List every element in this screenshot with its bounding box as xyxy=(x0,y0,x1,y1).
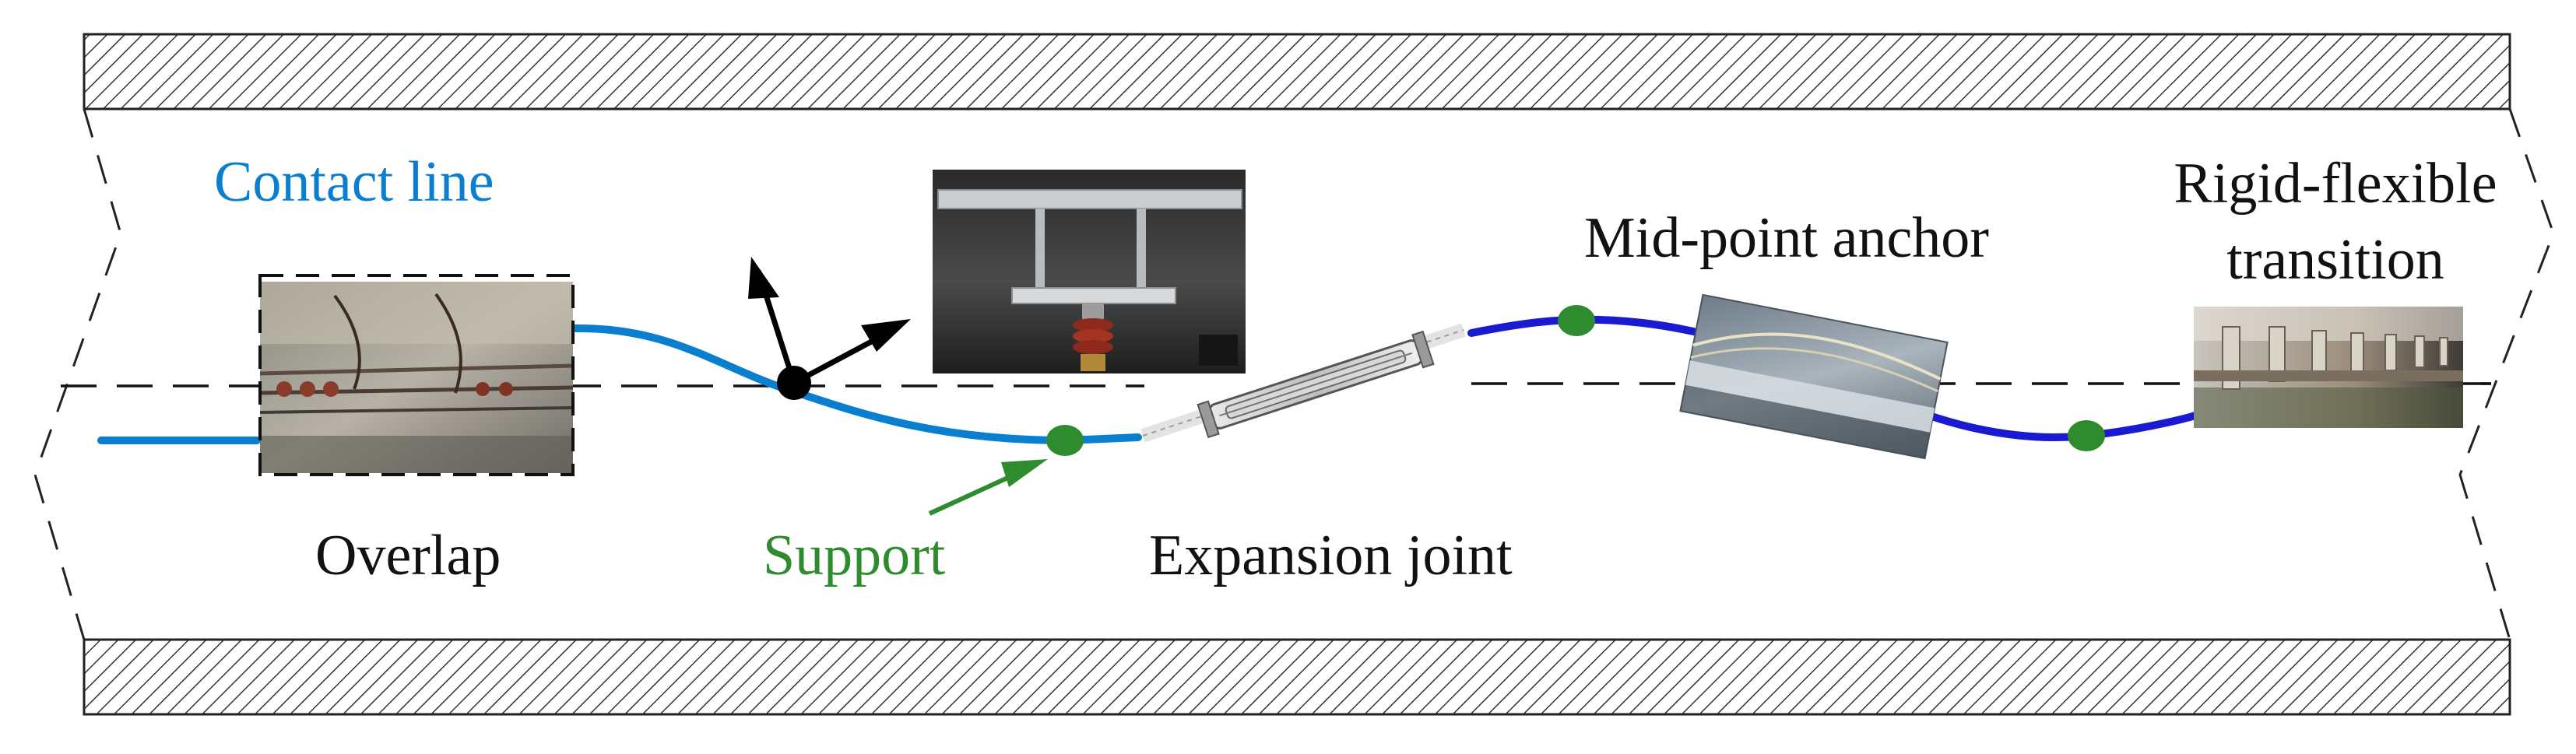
support-arrow xyxy=(928,459,1048,516)
tunnel-floor xyxy=(83,638,2511,716)
rigid-flexible-label-line2: transition xyxy=(2226,228,2444,292)
expansion-joint-label: Expansion joint xyxy=(1149,524,1513,587)
tunnel-outline xyxy=(33,108,2555,640)
support-point-3 xyxy=(2068,420,2105,451)
axes-indicator xyxy=(748,257,911,400)
support-point-1 xyxy=(1046,425,1084,456)
support-label: Support xyxy=(763,524,946,587)
overlap-label: Overlap xyxy=(315,524,501,587)
overlap-image xyxy=(259,282,574,473)
tunnel-ceiling xyxy=(83,33,2511,110)
rigid-flexible-label-line1: Rigid-flexible xyxy=(2174,152,2497,216)
overlap-dashed-frame xyxy=(258,274,575,476)
mid-point-anchor-label: Mid-point anchor xyxy=(1584,206,1989,270)
crossing-point xyxy=(777,366,811,400)
contact-line-label: Contact line xyxy=(214,150,494,214)
expansion-joint-image xyxy=(1140,323,1466,443)
mid-point-anchor-image xyxy=(1679,293,1949,460)
rigid-flexible-transition-image xyxy=(2194,307,2463,428)
support-point-2 xyxy=(1558,305,1595,336)
support-image xyxy=(933,170,1246,373)
